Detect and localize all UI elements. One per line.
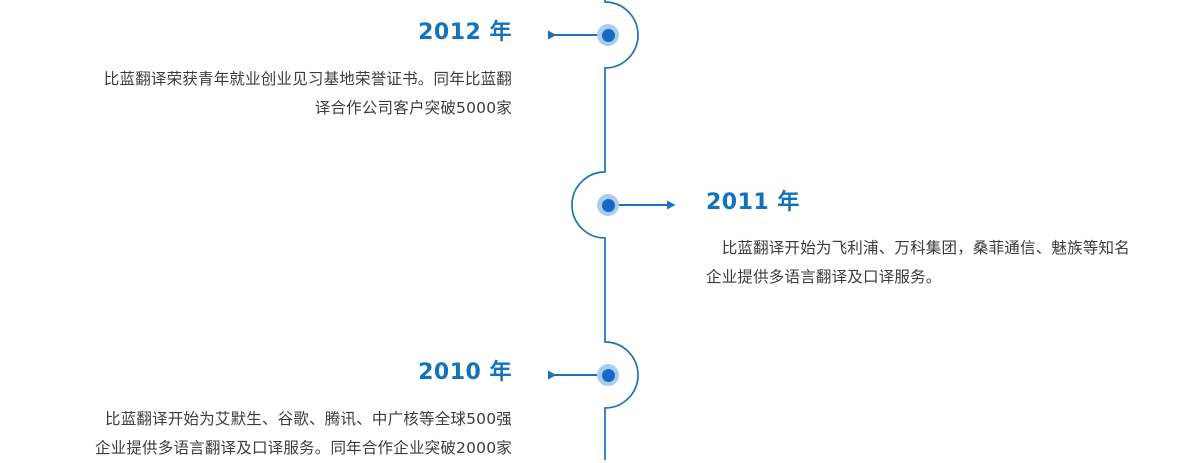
year-label-2011: 2011 年 [706,190,800,215]
spine-path [571,0,639,460]
entry-body-line: 企业提供多语言翻译及口译服务。 [706,268,942,286]
timeline-node-dot-2010[interactable] [597,364,619,386]
timeline-node-dot-2012[interactable] [597,24,619,46]
entry-body-2011: 比蓝翻译开始为飞利浦、万科集团，桑菲通信、魅族等知名 企业提供多语言翻译及口译服… [706,234,1200,292]
entry-body-2010: 比蓝翻译开始为艾默生、谷歌、腾讯、中广核等全球500强 企业提供多语言翻译及口译… [0,405,512,463]
timeline-node-dot-2011[interactable] [597,194,619,216]
entry-body-line: 译合作公司客户突破5000家 [314,99,512,117]
year-label-2010: 2010 年 [418,360,512,385]
timeline-entry-2010: 2010 年 比蓝翻译开始为艾默生、谷歌、腾讯、中广核等全球500强 企业提供多… [0,362,512,463]
year-label-2012: 2012 年 [418,20,512,45]
entry-body-line: 比蓝翻译开始为飞利浦、万科集团，桑菲通信、魅族等知名 [706,239,1130,257]
timeline-entry-2012: 2012 年 比蓝翻译荣获青年就业创业见习基地荣誉证书。同年比蓝翻 译合作公司客… [0,22,512,123]
entry-body-line: 比蓝翻译开始为艾默生、谷歌、腾讯、中广核等全球500强 [105,410,512,428]
entry-body-line: 企业提供多语言翻译及口译服务。同年合作企业突破2000家 [94,439,512,457]
timeline-entry-2011: 2011 年 比蓝翻译开始为飞利浦、万科集团，桑菲通信、魅族等知名 企业提供多语… [706,192,1200,292]
entry-body-2012: 比蓝翻译荣获青年就业创业见习基地荣誉证书。同年比蓝翻 译合作公司客户突破5000… [0,65,512,123]
entry-body-line: 比蓝翻译荣获青年就业创业见习基地荣誉证书。同年比蓝翻 [103,70,512,88]
